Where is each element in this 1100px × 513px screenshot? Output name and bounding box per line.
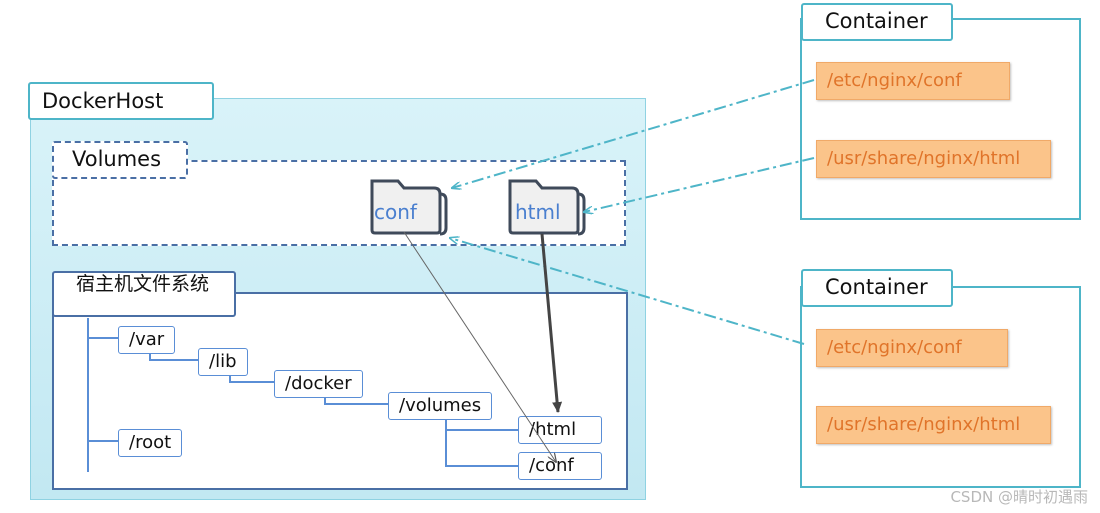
link-html-to-host (540, 233, 563, 413)
conf-folder[interactable]: conf (370, 178, 452, 236)
html-folder-label: html (515, 200, 561, 224)
conf-folder-label: conf (374, 200, 417, 224)
container-2-title: Container (801, 269, 953, 307)
html-folder[interactable]: html (508, 178, 590, 236)
container-1-path-html[interactable]: /usr/share/nginx/html (816, 140, 1051, 178)
container-1-title: Container (801, 3, 953, 41)
container-1 (800, 18, 1081, 220)
watermark: CSDN @晴时初遇雨 (950, 488, 1088, 506)
mapping-arrow-c1-conf (452, 79, 815, 188)
mapping-arrow-c2-conf (450, 238, 805, 345)
docker-host-title: DockerHost (28, 82, 214, 120)
container-2-path-conf[interactable]: /etc/nginx/conf (816, 329, 1008, 367)
host-fs-title: 宿主机文件系统 (52, 271, 236, 317)
tree-node-var[interactable]: /var (118, 326, 176, 354)
tree-node-conf[interactable]: /conf (518, 452, 602, 480)
tree-node-lib[interactable]: /lib (198, 348, 248, 376)
mapping-arrow-c1-html (584, 157, 815, 212)
tree-node-docker[interactable]: /docker (274, 370, 363, 398)
container-2 (800, 286, 1081, 488)
tree-node-volumes[interactable]: /volumes (388, 392, 493, 420)
host-fs-title-text: 宿主机文件系统 (76, 273, 210, 295)
container-2-path-html[interactable]: /usr/share/nginx/html (816, 406, 1051, 444)
tree-node-html[interactable]: /html (518, 416, 602, 444)
container-1-path-conf[interactable]: /etc/nginx/conf (816, 62, 1010, 100)
tree-node-root[interactable]: /root (118, 429, 183, 457)
folder-icon (370, 179, 448, 236)
link-conf-to-host (403, 231, 556, 462)
volumes-title: Volumes (52, 141, 188, 179)
